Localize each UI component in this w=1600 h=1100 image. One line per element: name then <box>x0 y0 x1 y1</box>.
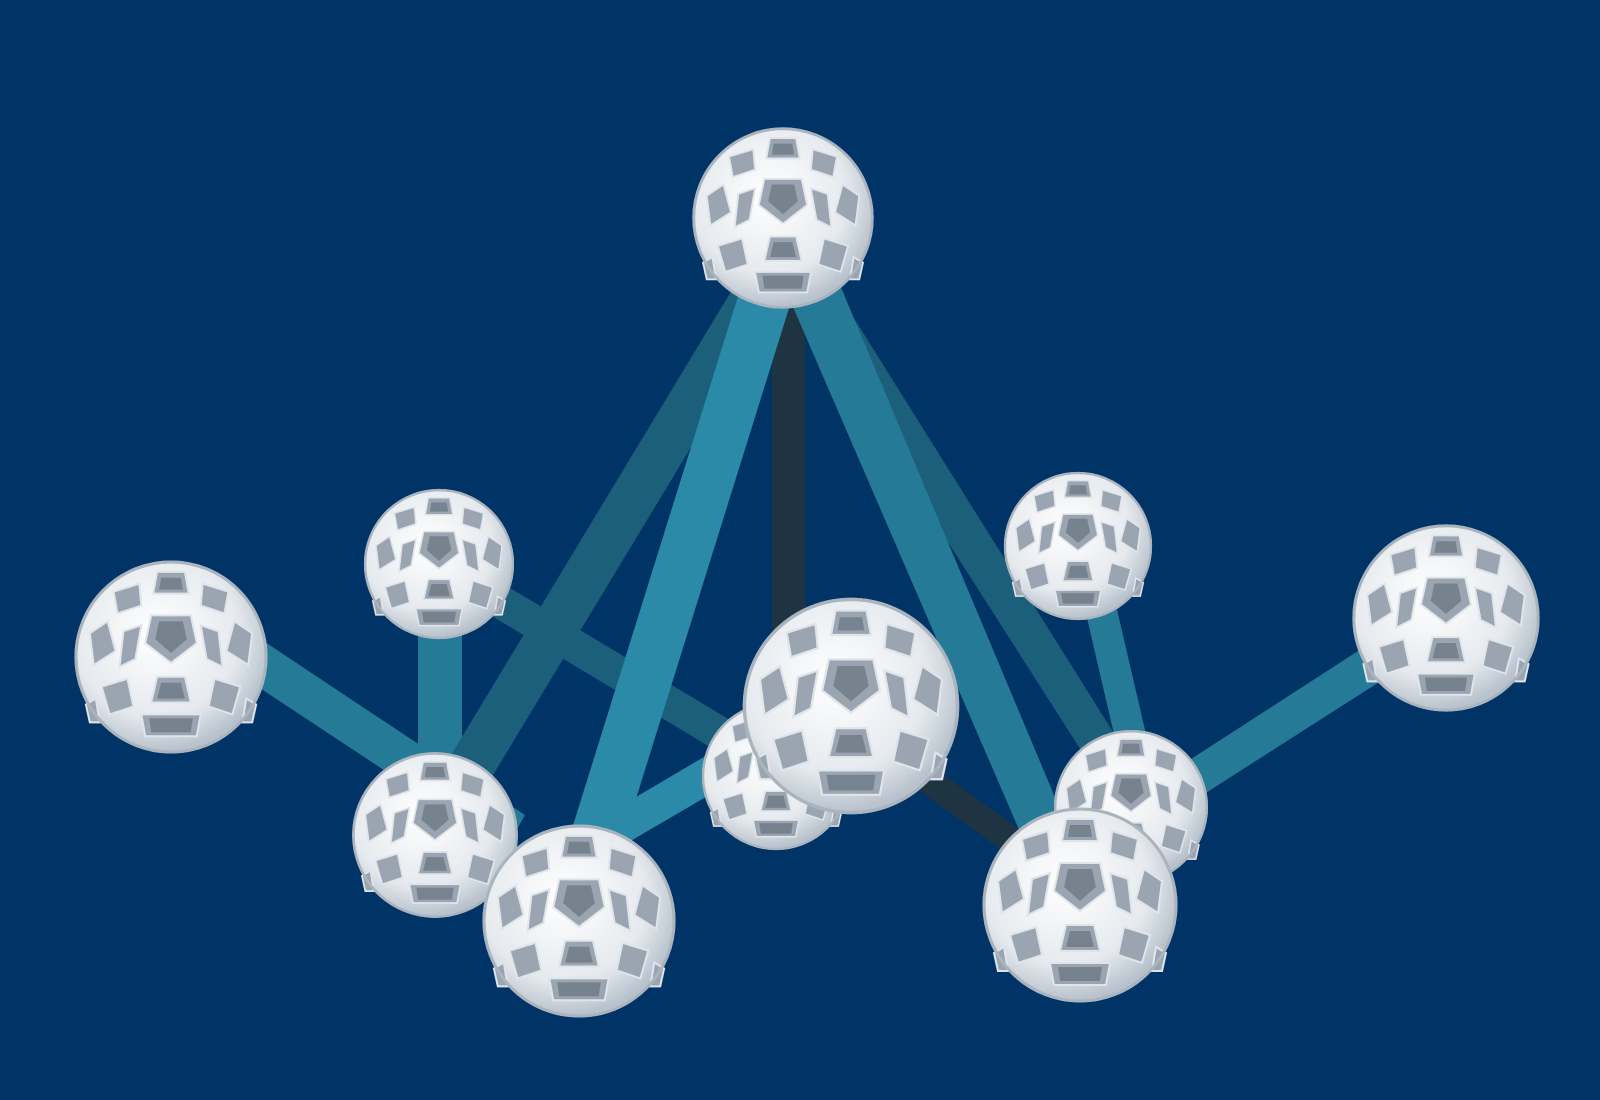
strut-backleft-midleft[interactable] <box>418 600 462 780</box>
strut-apex-midleft[interactable] <box>448 285 780 780</box>
zometool-ball-icon[interactable] <box>363 488 515 640</box>
zometool-ball-icon[interactable] <box>1352 524 1540 712</box>
strut-apex-frontright[interactable] <box>790 285 1075 855</box>
zometool-ball-icon[interactable] <box>742 597 960 815</box>
strut-backright-midright[interactable] <box>1080 588 1152 760</box>
zometool-ball-icon[interactable] <box>982 807 1178 1003</box>
strut-apex-frontleft[interactable] <box>570 290 790 850</box>
zometool-ball-icon[interactable] <box>692 127 874 309</box>
zometool-ball-icon[interactable] <box>1003 471 1153 621</box>
zometool-ball-icon[interactable] <box>482 824 676 1018</box>
zometool-ball-icon[interactable] <box>74 560 268 754</box>
